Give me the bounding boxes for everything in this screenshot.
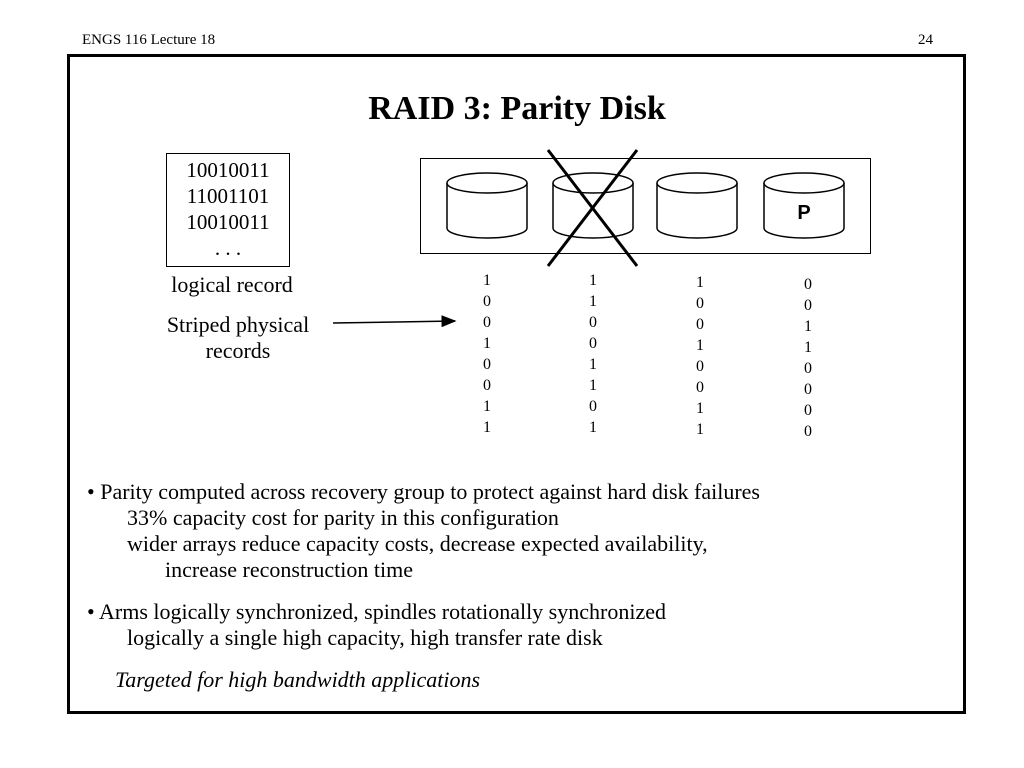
bit: 0 [804, 360, 812, 377]
bit: 1 [696, 400, 704, 417]
bit: 0 [696, 295, 704, 312]
bit: 0 [589, 314, 597, 331]
disk-cylinder-2 [552, 172, 634, 239]
logical-record-line: 10010011 [186, 210, 270, 234]
disk-array-enclosure [420, 158, 871, 254]
parity-disk-label: P [797, 202, 810, 224]
bit: 1 [589, 419, 597, 436]
slide-frame [67, 54, 966, 714]
logical-record-line: 10010011 [186, 158, 270, 182]
bit: 1 [696, 421, 704, 438]
striped-records-label: Striped physical records [138, 312, 338, 364]
bit: 1 [483, 272, 491, 289]
bit: 1 [804, 339, 812, 356]
logical-record-label: logical record [171, 272, 293, 297]
bit: 0 [483, 314, 491, 331]
bullet-parity-sub2: wider arrays reduce capacity costs, decr… [127, 531, 708, 556]
page-number: 24 [918, 32, 933, 48]
failed-disk-cross-icon [546, 149, 639, 267]
disk-cylinder-1 [446, 172, 528, 239]
bit: 0 [696, 358, 704, 375]
header-course-label: ENGS 116 Lecture 18 [82, 32, 216, 48]
bit: 1 [483, 398, 491, 415]
bit: 0 [804, 276, 812, 293]
bullet-arms: • Arms logically synchronized, spindles … [87, 599, 666, 624]
bit: 0 [483, 293, 491, 310]
slide-title: RAID 3: Parity Disk [368, 90, 666, 127]
striped-label-line2: records [205, 338, 271, 363]
bit: 0 [483, 377, 491, 394]
bit: 0 [804, 402, 812, 419]
disk-3-bits: 1 0 0 1 0 0 1 1 [690, 272, 710, 440]
bit: 0 [696, 379, 704, 396]
bullet-arms-sub1: logically a single high capacity, high t… [127, 625, 603, 650]
bit: 0 [589, 398, 597, 415]
bit: 1 [696, 274, 704, 291]
bit: 1 [589, 293, 597, 310]
bit: 0 [589, 335, 597, 352]
bit: 1 [589, 272, 597, 289]
bit: 0 [804, 423, 812, 440]
bullet-parity: • Parity computed across recovery group … [87, 479, 760, 504]
bit: 1 [589, 377, 597, 394]
logical-record-box: 10010011 11001101 10010011 . . . [166, 153, 290, 267]
bit: 1 [483, 419, 491, 436]
closing-note: Targeted for high bandwidth applications [115, 667, 481, 692]
bit: 0 [804, 297, 812, 314]
striped-label-line1: Striped physical [166, 312, 310, 337]
bullet-parity-sub2-cont: increase reconstruction time [165, 557, 414, 582]
disk-1-bits: 1 0 0 1 0 0 1 1 [477, 270, 497, 438]
bit: 1 [589, 356, 597, 373]
bit: 1 [804, 318, 812, 335]
parity-disk-cylinder [763, 172, 845, 239]
logical-record-line: 11001101 [186, 184, 270, 208]
bit: 0 [483, 356, 491, 373]
bullet-list: • Parity computed across recovery group … [87, 479, 947, 693]
bit: 1 [696, 337, 704, 354]
logical-record-ellipsis: . . . [214, 236, 242, 260]
bit: 0 [804, 381, 812, 398]
parity-disk-bits: 0 0 1 1 0 0 0 0 [798, 274, 818, 442]
bit: 0 [696, 316, 704, 333]
disk-cylinder-3 [656, 172, 738, 239]
disk-2-bits: 1 1 0 0 1 1 0 1 [583, 270, 603, 438]
striped-records-arrow [332, 315, 457, 328]
bullet-parity-sub1: 33% capacity cost for parity in this con… [127, 505, 559, 530]
bit: 1 [483, 335, 491, 352]
